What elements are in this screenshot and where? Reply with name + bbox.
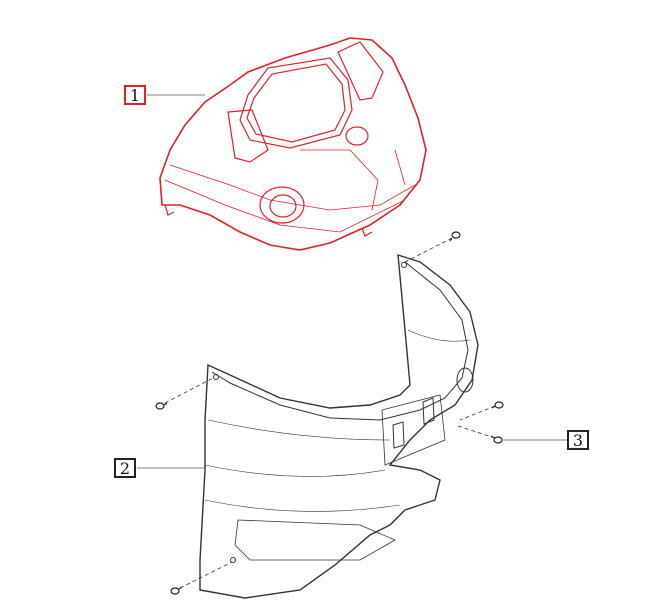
callout-3[interactable]: 3 (567, 430, 589, 450)
screw-icon[interactable] (170, 586, 183, 595)
callout-2[interactable]: 2 (114, 458, 136, 478)
screw-icon[interactable] (155, 402, 168, 410)
assembly-lines (164, 237, 496, 589)
screw-icon[interactable] (490, 435, 503, 444)
part-2-lower-cover[interactable] (199, 254, 479, 599)
part-1-housing[interactable] (159, 37, 427, 251)
screw-icon[interactable] (491, 401, 504, 409)
screw-icon[interactable] (449, 231, 461, 242)
callout-1[interactable]: 1 (124, 85, 146, 105)
